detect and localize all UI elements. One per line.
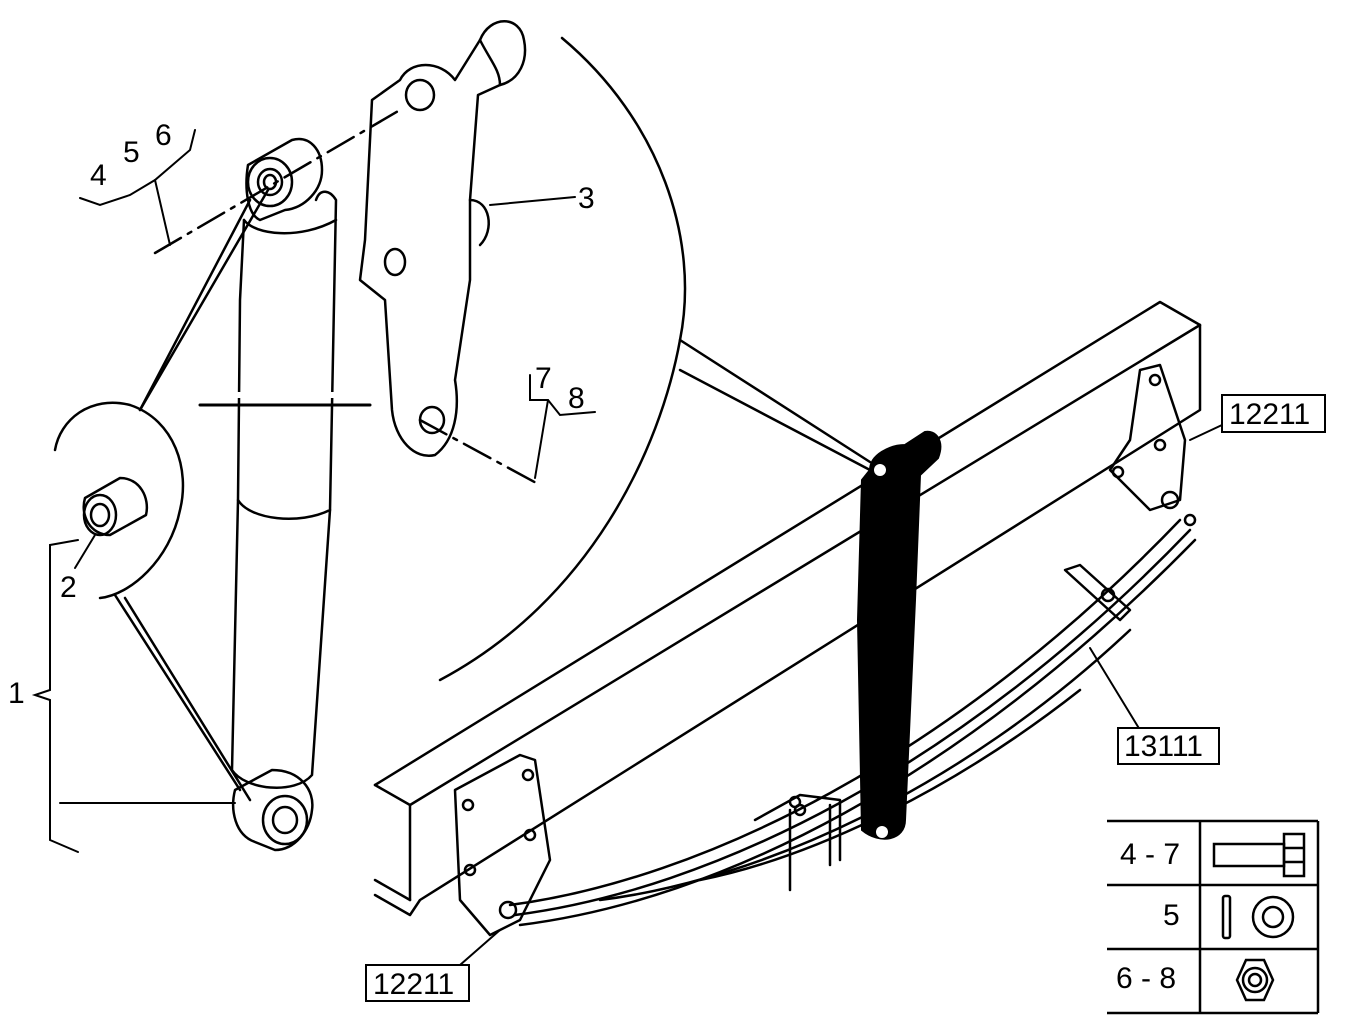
callout-6: 6 — [155, 119, 172, 152]
front-hanger-bracket — [453, 753, 552, 937]
installed-shock-absorber — [856, 430, 942, 840]
frame-rail — [373, 300, 1202, 917]
hardware-legend: 4 - 7 5 6 - 8 — [1107, 819, 1320, 1015]
leaf-spring — [508, 518, 1197, 927]
u-bolts — [753, 793, 842, 892]
legend-label-bolt: 4 - 7 — [1120, 838, 1180, 871]
callout-2: 2 — [60, 571, 77, 604]
ref-frame-bracket-top: 12211 — [1229, 398, 1310, 431]
ref-leaf-spring: 13111 — [1124, 730, 1203, 763]
bushing-detail-bubble — [53, 401, 185, 600]
ref-frame-bracket-bottom: 12211 — [373, 968, 454, 1001]
spring-clip — [1063, 563, 1132, 622]
callout-7: 7 — [535, 362, 552, 395]
callout-8: 8 — [568, 382, 585, 415]
callout-1: 1 — [8, 677, 25, 710]
callout-3: 3 — [578, 182, 595, 215]
ref-box-leaf-spring: 13111 — [1117, 727, 1220, 765]
rear-hanger-bracket — [1108, 363, 1197, 527]
callout-5: 5 — [123, 136, 140, 169]
bolt-icon — [1212, 832, 1306, 878]
upper-mounting-bracket — [358, 20, 527, 458]
ref-box-frame-bracket-bottom: 12211 — [365, 964, 470, 1002]
bushing — [82, 476, 149, 537]
detail-circle-arc — [438, 36, 687, 682]
callout-4: 4 — [90, 159, 107, 192]
legend-label-washer: 5 — [1163, 899, 1180, 932]
nut-icon — [1235, 958, 1275, 1002]
washer-icon — [1221, 894, 1295, 940]
legend-label-nut: 6 - 8 — [1116, 962, 1176, 995]
ref-box-frame-bracket-top: 12211 — [1221, 394, 1326, 433]
shock-absorber — [197, 137, 373, 852]
